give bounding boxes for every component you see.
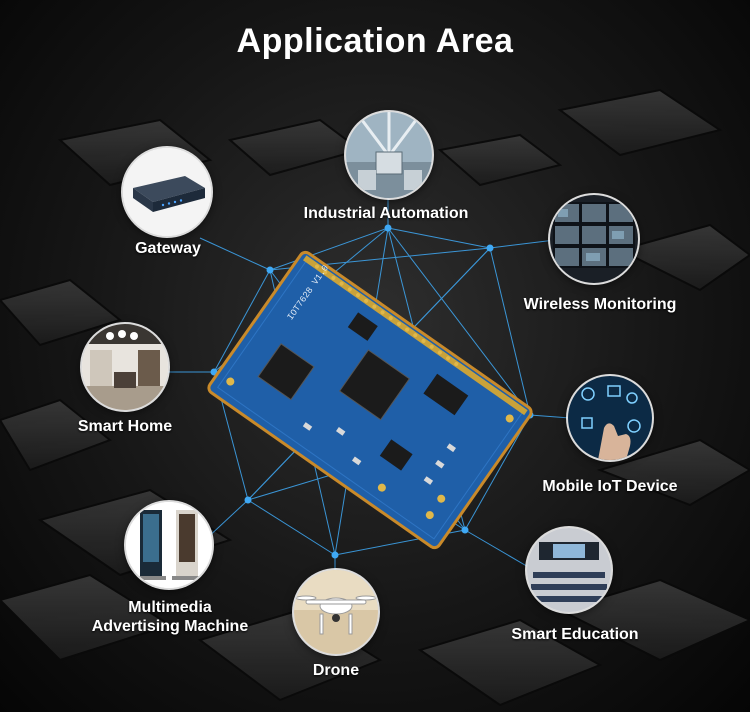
- gateway-device-icon: [123, 148, 211, 236]
- drone-icon: [294, 570, 378, 654]
- label-multimedia-advertising: Multimedia Advertising Machine: [70, 598, 270, 636]
- page-title: Application Area: [236, 22, 514, 60]
- label-advertising-machine: Advertising Machine: [91, 618, 249, 635]
- robot-arm-icon: [346, 112, 432, 198]
- classroom-icon: [527, 528, 611, 612]
- label-mobile-iot-device: Mobile IoT Device: [542, 478, 678, 495]
- label-smart-education: Smart Education: [511, 626, 639, 643]
- label-wireless-monitoring: Wireless Monitoring: [523, 296, 677, 313]
- label-multimedia: Multimedia: [128, 599, 212, 616]
- ad-kiosk-icon: [126, 502, 212, 588]
- touchscreen-hand-icon: [568, 376, 652, 460]
- label-smart-home: Smart Home: [77, 418, 173, 435]
- label-gateway: Gateway: [135, 240, 201, 257]
- monitor-wall-icon: [550, 195, 638, 283]
- label-drone: Drone: [312, 662, 360, 679]
- living-room-icon: [82, 324, 168, 410]
- label-industrial-automation: Industrial Automation: [303, 205, 469, 222]
